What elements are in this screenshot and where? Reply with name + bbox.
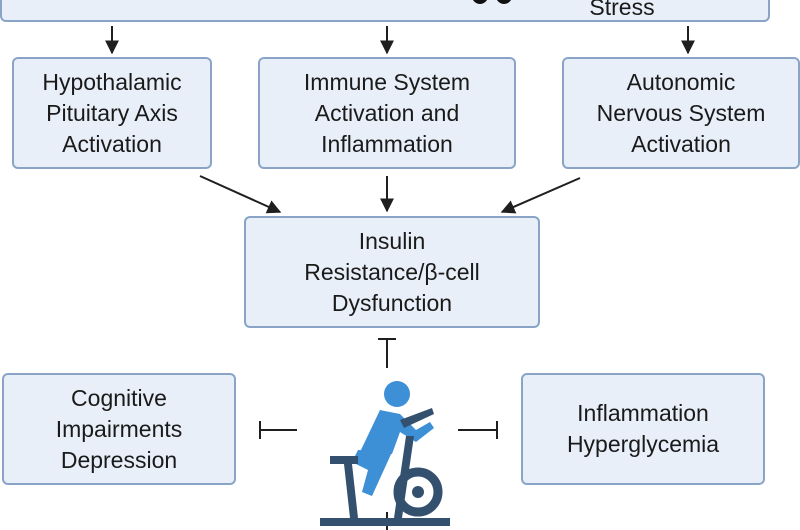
box-line: Activation and	[314, 99, 460, 126]
box-line: Inflammation	[321, 130, 453, 157]
box-line: Pituitary Axis	[46, 99, 178, 126]
box-line: Depression	[60, 446, 178, 473]
cognitive-impairments-box: Cognitive Impairments Depression	[2, 373, 236, 485]
people-icon	[473, 0, 511, 4]
insulin-resistance-box: Insulin Resistance/β-cell Dysfunction	[244, 216, 540, 328]
box-line: Cognitive	[71, 384, 167, 411]
exercise-bike-icon	[320, 381, 450, 526]
stress-label: Stress	[589, 0, 655, 20]
hpa-activation-box: Hypothalamic Pituitary Axis Activation	[12, 57, 212, 169]
box-line: Resistance/β-cell	[304, 258, 480, 285]
box-line: Impairments	[55, 415, 183, 442]
box-line: Activation	[631, 130, 731, 157]
box-line: Activation	[62, 130, 162, 157]
arrow-hpa-to-insulin	[199, 175, 282, 214]
box-line: Inflammation	[577, 400, 709, 426]
box-line: Insulin	[358, 227, 426, 254]
box-line: Hyperglycemia	[566, 431, 720, 457]
immune-activation-box: Immune System Activation and Inflammatio…	[258, 57, 516, 169]
box-line: Dysfunction	[331, 289, 453, 316]
inflammation-hyperglycemia-box: Inflammation Hyperglycemia	[521, 373, 765, 485]
stress-box: Stress	[0, 0, 770, 22]
box-line: Autonomic	[626, 68, 736, 95]
box-line: Immune System	[303, 68, 471, 95]
box-line: Hypothalamic	[42, 68, 182, 95]
arrow-ans-to-insulin	[500, 177, 581, 214]
box-line: Nervous System	[596, 99, 766, 126]
ans-activation-box: Autonomic Nervous System Activation	[562, 57, 800, 169]
